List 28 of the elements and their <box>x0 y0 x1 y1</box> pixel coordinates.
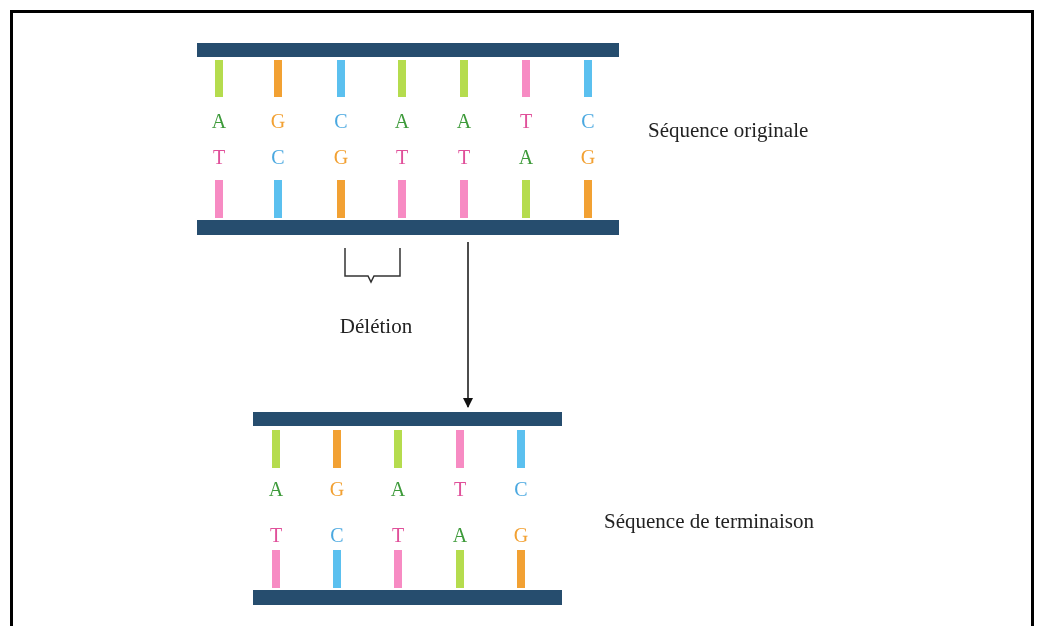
base-letter: A <box>452 524 468 546</box>
base-letter: G <box>270 110 286 132</box>
base-letter: G <box>580 146 596 168</box>
base-letter: T <box>453 478 467 500</box>
base-letter: A <box>456 110 472 132</box>
base-letter: T <box>269 524 283 546</box>
base-letter: T <box>212 146 226 168</box>
base-letter: A <box>211 110 227 132</box>
base-letter: A <box>390 478 406 500</box>
base-letter: C <box>581 110 595 132</box>
base-letter: T <box>395 146 409 168</box>
base-letter: T <box>519 110 533 132</box>
base-letter: A <box>518 146 534 168</box>
base-letter: C <box>330 524 344 546</box>
base-letter: G <box>329 478 345 500</box>
base-letter: T <box>457 146 471 168</box>
sequence-caption: Séquence originale <box>648 118 809 142</box>
base-letter: G <box>333 146 349 168</box>
base-letter: G <box>513 524 529 546</box>
base-letter: C <box>334 110 348 132</box>
base-letter: A <box>394 110 410 132</box>
base-letter: C <box>514 478 528 500</box>
sequence-caption: Séquence de terminaison <box>604 509 814 533</box>
arrow <box>463 241 473 408</box>
base-letter: T <box>391 524 405 546</box>
deletion-label: Délétion <box>339 315 413 337</box>
base-letter: A <box>268 478 284 500</box>
base-letter: C <box>271 146 285 168</box>
